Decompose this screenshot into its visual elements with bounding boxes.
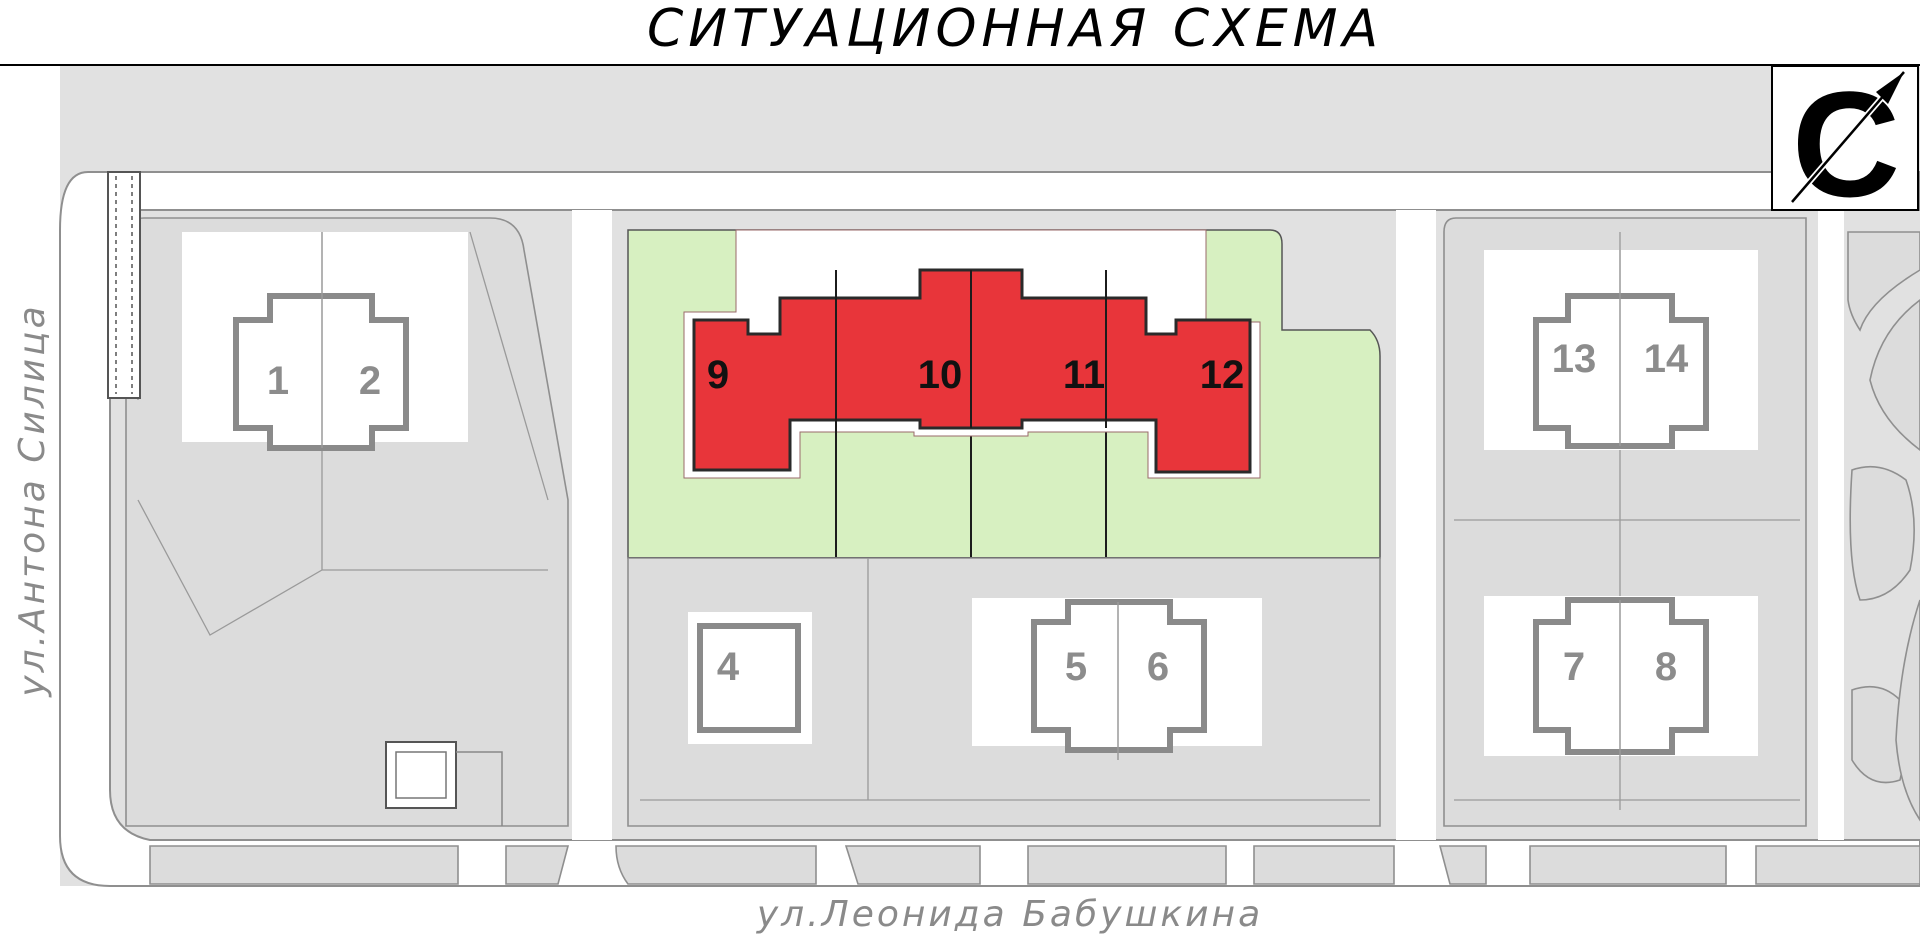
parking-bay <box>505 845 570 885</box>
transformer-substation <box>385 741 503 826</box>
building-4[interactable]: 4 <box>688 612 812 744</box>
landscape-island <box>1847 231 1920 332</box>
building-number: 6 <box>1147 645 1169 689</box>
bus-stop <box>107 171 141 399</box>
building-5-6-outline <box>1031 599 1207 753</box>
building-1-2[interactable]: 1 2 <box>182 232 468 451</box>
building-number: 8 <box>1655 645 1677 689</box>
building-number: 10 <box>918 353 963 397</box>
parking-bay <box>1438 845 1487 885</box>
building-number: 12 <box>1200 353 1245 397</box>
parking-bay <box>1529 845 1727 885</box>
street-label-west: ул.Антона Силица <box>12 303 53 697</box>
cross-street-3 <box>1818 210 1844 840</box>
building-number: 11 <box>1063 353 1105 397</box>
parking-bay <box>1027 845 1227 885</box>
landscape-island <box>1895 599 1920 822</box>
building-7-8[interactable]: 7 8 <box>1484 596 1758 760</box>
landscape-island <box>1869 298 1920 452</box>
north-arrow-head <box>1876 72 1904 104</box>
bus-stop-platform <box>107 171 141 399</box>
building-13-14[interactable]: 13 14 <box>1484 250 1758 450</box>
cross-street-1 <box>572 210 612 840</box>
building-number: 2 <box>359 359 381 403</box>
building-7-8-outline <box>1533 597 1709 755</box>
north-letter: С <box>1792 60 1900 228</box>
parking-bay <box>844 845 981 885</box>
substation-box <box>385 741 457 809</box>
building-number: 7 <box>1563 645 1585 689</box>
building-number: 1 <box>267 359 289 403</box>
parking-bay <box>615 845 817 885</box>
building-number: 4 <box>717 645 740 689</box>
cross-street-2 <box>1396 210 1436 840</box>
building-1-2-outline <box>233 293 409 451</box>
parking-bay <box>149 845 459 885</box>
building-13-14-outline <box>1533 293 1709 449</box>
building-4-outline <box>697 623 801 733</box>
east-islands <box>1847 231 1920 822</box>
parking-bay <box>1755 845 1920 885</box>
south-parking-bays <box>149 845 1920 885</box>
cross-streets <box>572 210 1844 840</box>
landscape-island <box>1849 465 1915 601</box>
substation-fence <box>456 751 503 826</box>
street-label-south: ул.Леонида Бабушкина <box>756 894 1263 935</box>
lot-block-4-6-lines <box>640 558 1370 801</box>
parking-bay <box>1253 845 1395 885</box>
building-number: 14 <box>1644 337 1689 381</box>
page-title: СИТУАЦИОННАЯ СХЕМА <box>647 0 1383 59</box>
building-number: 5 <box>1065 645 1087 689</box>
substation-inner <box>395 751 447 799</box>
building-5-6[interactable]: 5 6 <box>972 598 1262 760</box>
north-arrow: С <box>1771 60 1919 228</box>
building-number: 9 <box>707 353 729 397</box>
building-number: 13 <box>1552 337 1597 381</box>
